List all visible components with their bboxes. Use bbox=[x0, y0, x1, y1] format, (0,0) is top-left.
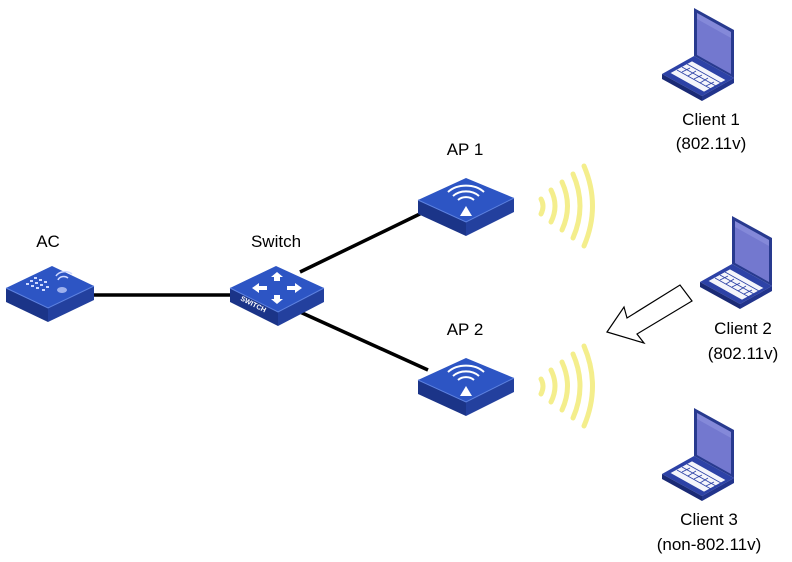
client1-label: Client 1 bbox=[682, 110, 740, 129]
access-point-2-icon bbox=[417, 357, 515, 417]
wireless-controller-icon bbox=[5, 266, 95, 322]
switch-label: Switch bbox=[251, 232, 301, 251]
ac-label: AC bbox=[36, 232, 60, 251]
switch-icon: SWITCH bbox=[229, 266, 325, 326]
link-switch-ap2 bbox=[299, 310, 429, 372]
ap1-wireless-signal-icon bbox=[541, 166, 593, 246]
access-point-1-icon bbox=[417, 177, 515, 237]
roaming-arrow-icon bbox=[606, 284, 693, 345]
client-3-laptop-icon bbox=[661, 407, 735, 502]
client2-sublabel: (802.11v) bbox=[708, 344, 779, 363]
ap2-label: AP 2 bbox=[447, 320, 484, 339]
client3-sublabel: (non-802.11v) bbox=[657, 535, 762, 554]
link-switch-ap1 bbox=[299, 208, 429, 274]
client-2-laptop-icon bbox=[699, 215, 773, 310]
client-1-laptop-icon bbox=[661, 7, 735, 102]
client1-sublabel: (802.11v) bbox=[676, 134, 747, 153]
client3-label: Client 3 bbox=[680, 510, 738, 529]
client2-label: Client 2 bbox=[714, 319, 772, 338]
ap1-label: AP 1 bbox=[447, 140, 484, 159]
ap2-wireless-signal-icon bbox=[541, 346, 593, 426]
